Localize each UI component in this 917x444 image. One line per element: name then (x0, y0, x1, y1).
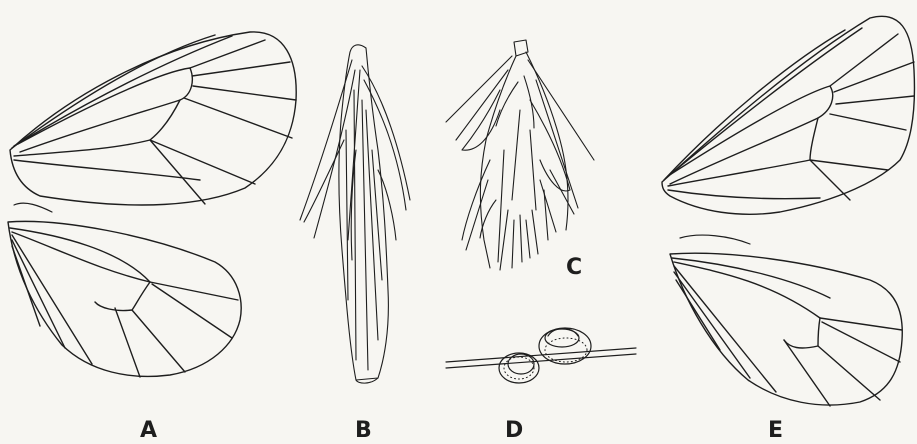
label-e: E (768, 418, 784, 443)
wing-e-hindwing (670, 235, 902, 406)
label-a: A (140, 418, 158, 443)
case-b (300, 45, 410, 383)
label-b: B (355, 418, 372, 443)
eggs-d (446, 328, 636, 383)
label-c: C (566, 255, 583, 280)
label-d: D (505, 418, 524, 443)
wing-a-forewing (10, 32, 296, 205)
case-c (446, 40, 594, 270)
wing-a-hindwing (8, 203, 241, 377)
wing-e-forewing (662, 16, 914, 214)
